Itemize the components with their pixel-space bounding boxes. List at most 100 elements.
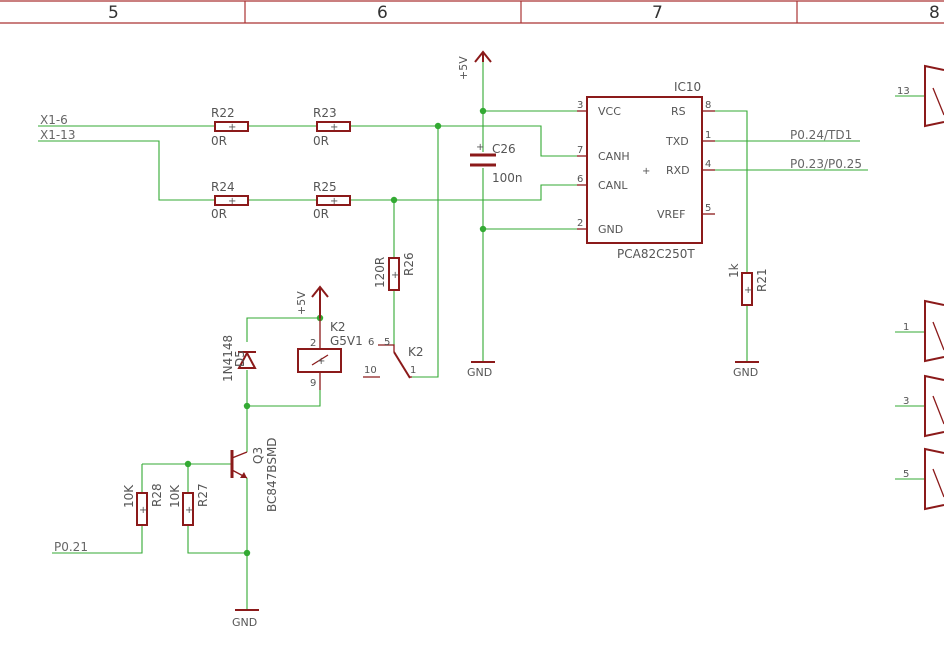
svg-text:100n: 100n bbox=[492, 171, 523, 185]
supply-5v-top: +5V bbox=[457, 50, 492, 80]
net-label-x1-6: X1-6 bbox=[40, 113, 68, 127]
svg-text:0R: 0R bbox=[211, 134, 227, 148]
svg-text:GND: GND bbox=[232, 616, 257, 629]
net-label-p0-24: P0.24/TD1 bbox=[790, 128, 852, 142]
svg-text:GND: GND bbox=[467, 366, 492, 379]
svg-text:+: + bbox=[744, 285, 752, 296]
svg-text:2: 2 bbox=[310, 338, 316, 349]
frame-col-5: 5 bbox=[108, 3, 119, 23]
svg-text:+: + bbox=[317, 356, 325, 367]
supply-5v-relay: +5V bbox=[295, 285, 329, 318]
svg-text:13: 13 bbox=[897, 86, 910, 97]
net-label-x1-13: X1-13 bbox=[40, 128, 75, 142]
svg-text:+5V: +5V bbox=[457, 56, 470, 80]
junctions bbox=[184, 107, 487, 557]
supply-gnd-c26: GND bbox=[467, 361, 495, 379]
svg-text:R25: R25 bbox=[313, 180, 337, 194]
svg-text:10K: 10K bbox=[122, 484, 136, 508]
svg-text:RXD: RXD bbox=[666, 164, 690, 177]
svg-text:1: 1 bbox=[705, 130, 711, 141]
svg-text:+5V: +5V bbox=[295, 291, 308, 315]
svg-text:0R: 0R bbox=[211, 207, 227, 221]
svg-text:+: + bbox=[185, 505, 193, 516]
svg-text:0R: 0R bbox=[313, 134, 329, 148]
svg-text:8: 8 bbox=[705, 100, 711, 111]
right-edge-components: 13 1 3 5 bbox=[897, 64, 944, 511]
net-label-p0-23: P0.23/P0.25 bbox=[790, 157, 862, 171]
svg-text:3: 3 bbox=[577, 100, 583, 111]
svg-text:3: 3 bbox=[903, 396, 909, 407]
svg-text:120R: 120R bbox=[373, 257, 387, 288]
svg-text:2: 2 bbox=[577, 218, 583, 229]
svg-text:6: 6 bbox=[577, 174, 583, 185]
svg-text:5: 5 bbox=[903, 469, 909, 480]
svg-text:R27: R27 bbox=[196, 483, 210, 507]
svg-text:C26: C26 bbox=[492, 142, 516, 156]
supply-gnd-r21: GND bbox=[733, 361, 759, 379]
svg-text:R23: R23 bbox=[313, 106, 337, 120]
svg-text:+: + bbox=[642, 166, 650, 177]
resistor-r27: + R27 10K bbox=[168, 483, 210, 526]
svg-text:1: 1 bbox=[410, 365, 416, 376]
svg-text:0R: 0R bbox=[313, 207, 329, 221]
svg-text:5: 5 bbox=[705, 203, 711, 214]
svg-text:+: + bbox=[228, 196, 236, 207]
svg-text:VCC: VCC bbox=[598, 105, 621, 118]
frame-header: 5 6 7 8 bbox=[0, 0, 944, 24]
ic-pca82c250t: IC10 PCA82C250T + 3 7 6 2 VCC CANH CANL … bbox=[577, 80, 715, 261]
resistor-r25: + R25 0R bbox=[313, 180, 351, 221]
svg-text:1: 1 bbox=[903, 322, 909, 333]
svg-text:+: + bbox=[330, 196, 338, 207]
svg-text:+: + bbox=[139, 505, 147, 516]
svg-text:6: 6 bbox=[368, 337, 374, 348]
svg-text:IC10: IC10 bbox=[674, 80, 701, 94]
svg-text:R24: R24 bbox=[211, 180, 235, 194]
svg-text:9: 9 bbox=[310, 378, 316, 389]
svg-text:TXD: TXD bbox=[665, 135, 689, 148]
relay-coil-k2: + 2 9 K2 G5V1 bbox=[297, 318, 363, 390]
resistor-r21: + R21 1k bbox=[727, 263, 769, 306]
svg-text:CANL: CANL bbox=[598, 179, 628, 192]
wires bbox=[38, 60, 925, 610]
resistor-r28: + R28 10K bbox=[122, 483, 164, 526]
svg-text:10: 10 bbox=[364, 365, 377, 376]
svg-text:PCA82C250T: PCA82C250T bbox=[617, 247, 695, 261]
svg-text:GND: GND bbox=[598, 223, 623, 236]
svg-text:RS: RS bbox=[671, 105, 686, 118]
svg-text:BC847BSMD: BC847BSMD bbox=[265, 437, 279, 512]
resistor-r22: + R22 0R bbox=[211, 106, 249, 148]
supply-gnd-q3: GND bbox=[232, 609, 259, 629]
svg-text:R28: R28 bbox=[150, 483, 164, 507]
capacitor-c26: + C26 100n bbox=[470, 142, 523, 185]
svg-text:GND: GND bbox=[733, 366, 758, 379]
svg-text:+: + bbox=[228, 122, 236, 133]
relay-switch-k2: 6 5 10 1 K2 bbox=[363, 337, 424, 379]
svg-text:+: + bbox=[476, 142, 484, 153]
diode-d5: D5 1N4148 bbox=[221, 335, 257, 382]
resistor-r24: + R24 0R bbox=[211, 180, 249, 221]
net-label-p0-21: P0.21 bbox=[54, 540, 88, 554]
svg-text:1N4148: 1N4148 bbox=[221, 335, 235, 382]
svg-text:Q3: Q3 bbox=[251, 447, 265, 464]
frame-col-7: 7 bbox=[652, 3, 663, 23]
svg-text:R22: R22 bbox=[211, 106, 235, 120]
resistor-r23: + R23 0R bbox=[313, 106, 351, 148]
svg-text:+: + bbox=[391, 270, 399, 281]
transistor-q3: Q3 BC847BSMD bbox=[230, 437, 279, 512]
svg-text:R21: R21 bbox=[755, 268, 769, 292]
svg-text:5: 5 bbox=[384, 337, 390, 348]
svg-text:VREF: VREF bbox=[657, 208, 685, 221]
resistor-r26: + R26 120R bbox=[373, 252, 416, 291]
svg-text:K2: K2 bbox=[408, 345, 424, 359]
svg-text:4: 4 bbox=[705, 159, 711, 170]
svg-text:K2: K2 bbox=[330, 320, 346, 334]
svg-text:R26: R26 bbox=[402, 252, 416, 276]
svg-text:1k: 1k bbox=[727, 263, 741, 278]
svg-text:CANH: CANH bbox=[598, 150, 630, 163]
svg-text:G5V1: G5V1 bbox=[330, 334, 363, 348]
frame-col-8: 8 bbox=[929, 3, 940, 23]
svg-text:D5: D5 bbox=[233, 350, 247, 367]
svg-text:10K: 10K bbox=[168, 484, 182, 508]
frame-col-6: 6 bbox=[377, 3, 388, 23]
